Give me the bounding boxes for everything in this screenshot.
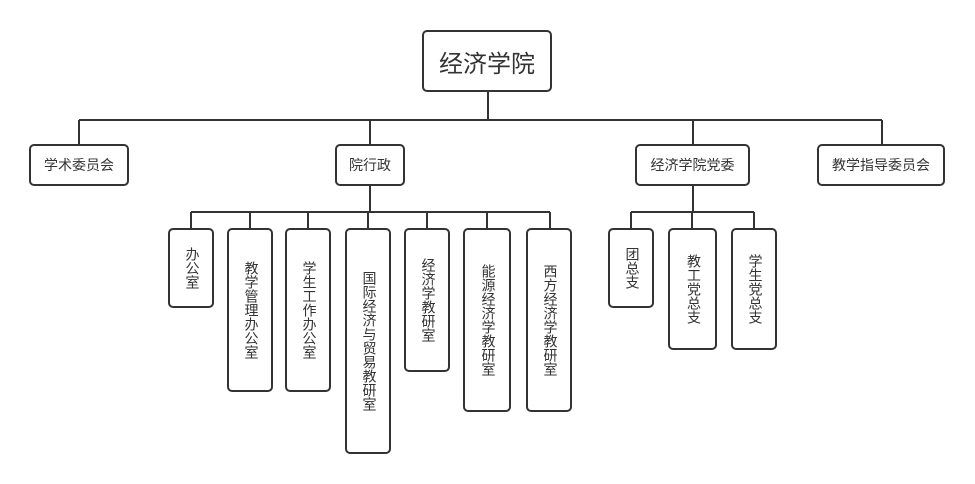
international-trade-section-label: 国际经济与贸易教研室: [360, 271, 377, 411]
international-trade-section-node: 国际经济与贸易教研室: [345, 228, 391, 454]
league-branch-label: 团总支: [623, 247, 640, 289]
office-node: 办公室: [168, 228, 214, 308]
student-party-branch-node: 学生党总支: [731, 228, 777, 350]
party-committee-node: 经济学院党委: [635, 144, 750, 186]
academic-committee-label: 学术委员会: [44, 158, 114, 174]
league-branch-node: 团总支: [608, 228, 654, 308]
student-affairs-office-label: 学生工作办公室: [300, 261, 317, 359]
teaching-management-office-node: 教学管理办公室: [227, 228, 273, 392]
administration-node: 院行政: [335, 144, 405, 186]
western-economics-section-node: 西方经济学教研室: [526, 228, 572, 412]
teaching-committee-node: 教学指导委员会: [817, 144, 945, 186]
energy-economics-section-label: 能源经济学教研室: [479, 264, 496, 376]
western-economics-section-label: 西方经济学教研室: [541, 264, 558, 376]
faculty-party-branch-label: 教工党总支: [685, 254, 701, 324]
faculty-party-branch-node: 教工党总支: [668, 228, 717, 350]
economics-section-node: 经济学教研室: [404, 228, 450, 372]
administration-label: 院行政: [349, 158, 391, 174]
student-party-branch-label: 学生党总支: [746, 254, 763, 324]
student-affairs-office-node: 学生工作办公室: [285, 228, 331, 392]
academic-committee-node: 学术委员会: [29, 144, 129, 186]
teaching-management-office-label: 教学管理办公室: [242, 261, 259, 359]
teaching-committee-label: 教学指导委员会: [832, 158, 930, 174]
energy-economics-section-node: 能源经济学教研室: [463, 228, 511, 412]
root-label: 经济学院: [439, 49, 535, 78]
root-node: 经济学院: [422, 30, 552, 92]
economics-section-label: 经济学教研室: [419, 258, 436, 342]
office-label: 办公室: [183, 247, 200, 289]
party-committee-label: 经济学院党委: [650, 158, 735, 174]
